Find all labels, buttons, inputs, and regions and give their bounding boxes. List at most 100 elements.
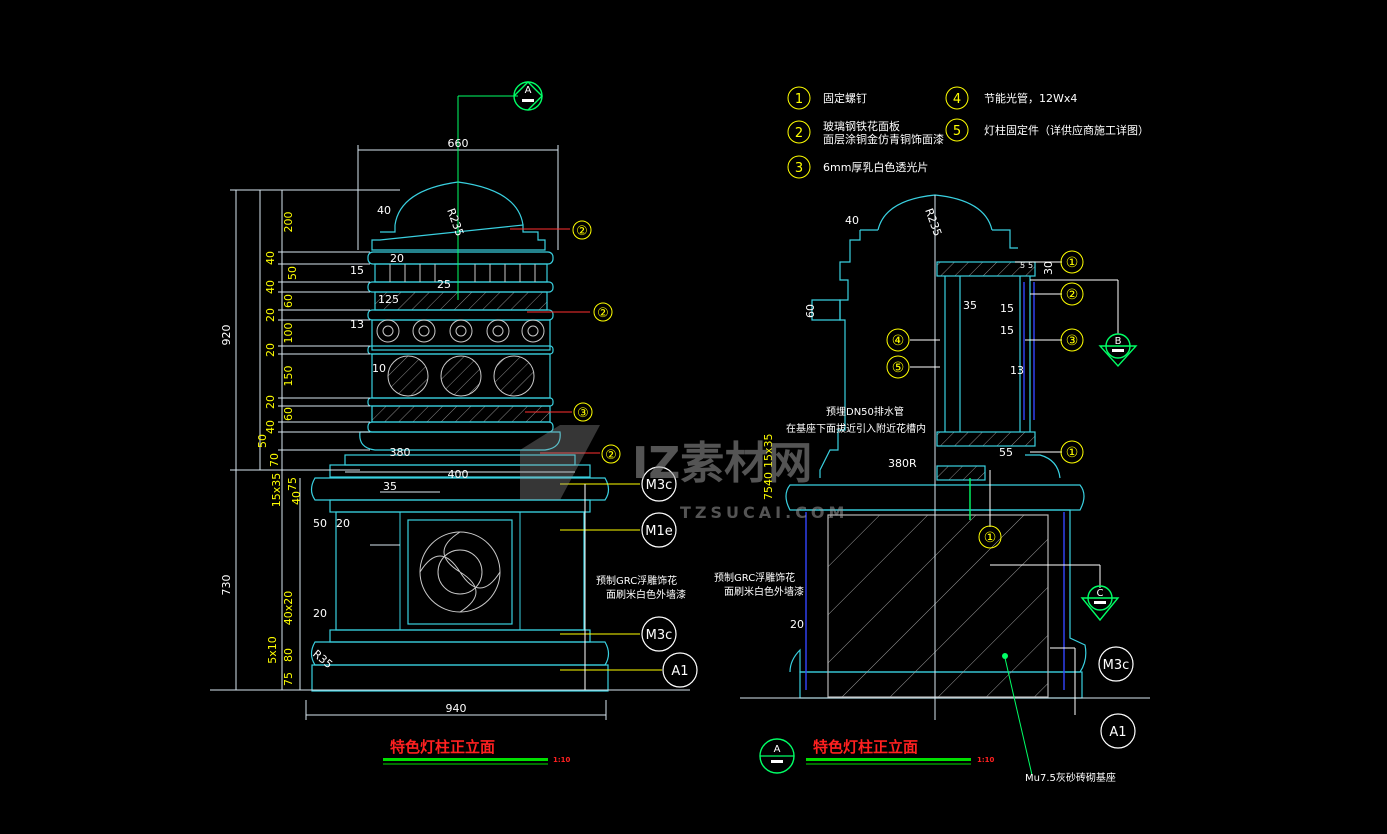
vdim: 40	[264, 280, 277, 294]
rdim: 13	[1010, 364, 1024, 377]
note-drain: 预埋DN50排水管	[826, 405, 904, 418]
idim: 35	[383, 480, 397, 493]
right-leaders	[910, 261, 1119, 715]
callout-1: ①	[984, 530, 997, 546]
rdim: 40	[762, 472, 775, 486]
vdim: 60	[282, 294, 295, 308]
vdim: 60	[282, 407, 295, 421]
left-callouts	[572, 220, 621, 464]
note-drain-2: 在基座下面拔近引入附近花槽内	[786, 422, 926, 435]
right-tags	[1098, 646, 1136, 749]
idim: 50	[313, 517, 327, 530]
vdim: 200	[282, 212, 295, 233]
legend-num: 2	[795, 126, 803, 141]
vdim-lower: 40x20	[282, 591, 295, 626]
left-tags	[641, 466, 698, 688]
idim: 20	[336, 517, 350, 530]
rdim: 30	[1042, 261, 1055, 275]
note-grc: 预制GRC浮雕饰花	[714, 571, 795, 584]
legend-num: 1	[795, 92, 803, 107]
left-notes: 预制GRC浮雕饰花 面刷米白色外墙漆	[596, 574, 686, 601]
left-title-bar	[383, 758, 548, 761]
vdim-lower: 5x10	[266, 636, 279, 664]
section-marker-b: B	[1098, 333, 1138, 368]
tag-m3c: M3c	[646, 478, 673, 493]
legend-text: 6mm厚乳白色透光片	[823, 160, 928, 174]
right-section	[785, 194, 1087, 699]
note-paint: 面刷米白色外墙漆	[724, 585, 804, 598]
legend-num: 3	[795, 161, 803, 176]
vdim: 20	[264, 343, 277, 357]
right-scale: 1:10	[977, 756, 995, 764]
idim: 25	[437, 278, 451, 291]
section-b-label: B	[1115, 336, 1122, 347]
rdim: 5	[1028, 261, 1033, 270]
watermark: IZ素材网 TZSUCAI.COM	[520, 425, 848, 522]
tag-m3c: M3c	[1103, 658, 1130, 673]
right-blue-outline	[805, 282, 1065, 690]
callout-4: ④	[892, 333, 905, 349]
idim: 15	[350, 264, 364, 277]
vdim: 40	[290, 491, 303, 505]
rdim: 5	[1020, 261, 1025, 270]
right-title-bar	[806, 758, 971, 761]
rdim: 20	[790, 618, 804, 631]
right-title: 特色灯柱正立面	[813, 738, 918, 756]
tag-m1e: M1e	[645, 524, 673, 539]
legend-num: 4	[953, 92, 961, 107]
left-dim-texts: 660 400 380 940 920 730 200 40 50 40 60 …	[220, 137, 469, 715]
left-tag-leaders	[560, 483, 662, 690]
tag-a1: A1	[1109, 725, 1126, 740]
rdim: 60	[804, 304, 817, 318]
vdim: 100	[282, 323, 295, 344]
left-scroll-ornament	[376, 264, 545, 613]
rdim: 15x35	[762, 433, 775, 468]
legend-text: 玻璃钢铁花面板	[823, 119, 900, 133]
rdim: 75	[762, 486, 775, 500]
legend-num: 5	[953, 124, 961, 139]
left-axis	[457, 95, 518, 300]
callout-3: ③	[577, 406, 589, 421]
rdim: R235	[922, 207, 944, 238]
dim-bottom-width: 940	[446, 702, 467, 715]
right-notes: 预埋DN50排水管 在基座下面拔近引入附近花槽内 预制GRC浮雕饰花 面刷米白色…	[714, 405, 1116, 784]
note-paint: 面刷米白色外墙漆	[606, 588, 686, 601]
left-title: 特色灯柱正立面	[390, 738, 495, 756]
callout-2: ②	[597, 306, 609, 321]
leader-dot	[1002, 653, 1008, 659]
idim: 125	[378, 293, 399, 306]
rdim: 35	[963, 299, 977, 312]
rdim: 55	[999, 446, 1013, 459]
vdim: 40	[264, 251, 277, 265]
right-base-leader	[1004, 657, 1033, 776]
idim: R35	[310, 647, 335, 671]
vdim: 15x35	[270, 473, 283, 508]
idim: 20	[313, 607, 327, 620]
section-a-label: A	[525, 85, 532, 96]
idim: 10	[372, 362, 386, 375]
note-grc: 预制GRC浮雕饰花	[596, 574, 677, 587]
callout-2: ②	[576, 224, 588, 239]
vdim: 20	[264, 308, 277, 322]
vdim: 75	[286, 477, 299, 491]
vdim: 50	[256, 434, 269, 448]
vdim: 20	[264, 395, 277, 409]
legend: 1 固定螺钉 2 玻璃钢铁花面板 面层涂铜金仿青铜饰面漆 3 6mm厚乳白色透光…	[787, 86, 1149, 179]
rdim: 15	[1000, 302, 1014, 315]
rdim: 380R	[888, 457, 917, 470]
idim: 13	[350, 318, 364, 331]
tag-m3c: M3c	[646, 628, 673, 643]
idim: 40	[377, 204, 391, 217]
watermark-url: TZSUCAI.COM	[680, 503, 848, 522]
vdim: 50	[286, 266, 299, 280]
section-a-title-label: A	[774, 744, 781, 755]
vdim: 150	[282, 366, 295, 387]
vdim-lower: 75	[282, 672, 295, 686]
rdim: 40	[845, 214, 859, 227]
legend-text: 灯柱固定件（详供应商施工详图）	[984, 123, 1149, 137]
right-axis	[740, 195, 1150, 720]
callout-1: ①	[1066, 255, 1079, 271]
legend-text-2: 面层涂铜金仿青铜饰面漆	[823, 132, 944, 146]
vdim: 40	[264, 420, 277, 434]
idim: 20	[390, 252, 404, 265]
